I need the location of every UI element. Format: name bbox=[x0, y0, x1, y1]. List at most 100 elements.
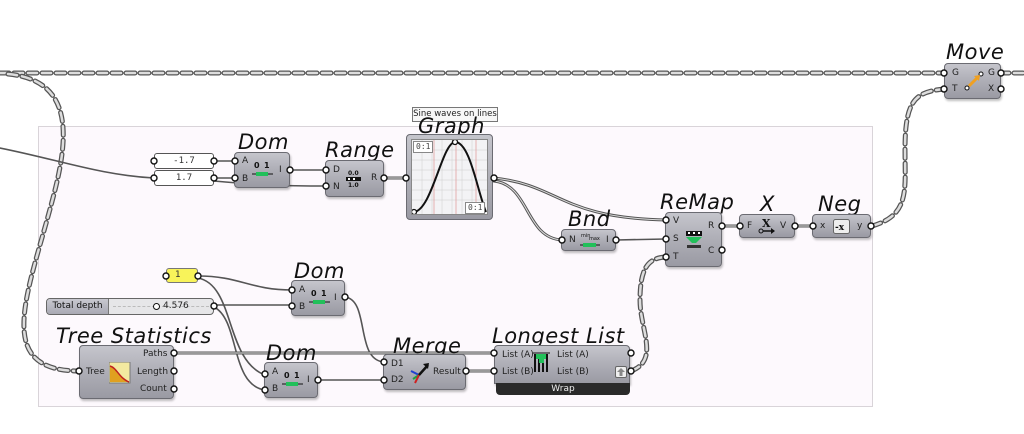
bnd-title: Bnd bbox=[568, 207, 611, 231]
longest-input-list-b[interactable]: List (B) bbox=[502, 367, 534, 377]
merge-input-d1[interactable]: D1 bbox=[391, 359, 404, 369]
range-component[interactable]: D N R 0.0 1.0 bbox=[325, 160, 384, 197]
x-function-icon: X bbox=[758, 217, 775, 234]
svg-text:0: 0 bbox=[284, 371, 290, 380]
total-depth-slider[interactable]: Total depth 4.576 bbox=[46, 298, 214, 315]
neg-component[interactable]: x y -x bbox=[812, 214, 871, 238]
move-arrow-icon bbox=[964, 71, 984, 91]
tree-input[interactable]: Tree bbox=[86, 367, 105, 377]
svg-text:max: max bbox=[589, 236, 600, 242]
dom2-input-a[interactable]: A bbox=[299, 285, 306, 295]
svg-text:min: min bbox=[581, 233, 590, 239]
neg-output-y[interactable]: y bbox=[857, 221, 863, 231]
longest-output-list-a[interactable]: List (A) bbox=[557, 350, 589, 360]
dom3-input-a[interactable]: A bbox=[272, 367, 279, 377]
x-title: X bbox=[760, 192, 775, 216]
remap-input-t[interactable]: T bbox=[673, 252, 679, 262]
number-parameter[interactable]: 1 bbox=[166, 268, 198, 283]
remap-output-c[interactable]: C bbox=[708, 246, 715, 256]
dom3-title: Dom bbox=[266, 341, 317, 365]
dom1-input-b[interactable]: B bbox=[242, 174, 249, 184]
graph-tag-top: 0:1 bbox=[413, 141, 434, 153]
slider-label: Total depth bbox=[47, 299, 109, 314]
move-output-x[interactable]: X bbox=[988, 84, 995, 94]
svg-text:1.0: 1.0 bbox=[348, 182, 359, 188]
bnd-input-n[interactable]: N bbox=[569, 235, 576, 245]
graph-mapper[interactable]: 0:1 0:1 bbox=[406, 134, 493, 220]
slider-value: 4.576 bbox=[163, 301, 189, 311]
slider-knob[interactable] bbox=[153, 303, 160, 310]
tree-statistics-icon bbox=[109, 362, 131, 384]
dom1-title: Dom bbox=[238, 130, 289, 154]
move-output-g[interactable]: G bbox=[988, 68, 995, 78]
range-icon: 0.0 1.0 bbox=[346, 170, 361, 188]
neg-title: Neg bbox=[818, 192, 862, 216]
tooltip: Sine waves on lines bbox=[412, 107, 498, 122]
remap-input-v[interactable]: V bbox=[673, 216, 680, 226]
dom3-output-i[interactable]: I bbox=[307, 375, 310, 385]
neg-input-x[interactable]: x bbox=[820, 221, 826, 231]
svg-text:0.0: 0.0 bbox=[348, 170, 359, 177]
tree-output-paths[interactable]: Paths bbox=[143, 349, 168, 359]
panel-min[interactable]: -1.7 bbox=[154, 153, 214, 169]
move-component[interactable]: G T G X bbox=[944, 63, 1001, 99]
svg-text:0: 0 bbox=[254, 161, 260, 170]
merge-icon bbox=[410, 363, 429, 384]
move-title: Move bbox=[946, 40, 1005, 64]
range-input-n[interactable]: N bbox=[333, 182, 340, 192]
svg-text:0: 0 bbox=[311, 289, 317, 298]
longest-output-list-b[interactable]: List (B) bbox=[557, 367, 589, 377]
range-input-d[interactable]: D bbox=[333, 165, 340, 175]
merge-input-d2[interactable]: D2 bbox=[391, 375, 404, 385]
remap-output-r[interactable]: R bbox=[708, 221, 715, 231]
svg-text:X: X bbox=[762, 217, 771, 230]
graph-tag-bottom: 0:1 bbox=[465, 202, 486, 214]
svg-text:1: 1 bbox=[321, 289, 327, 298]
shift-paths-icon[interactable] bbox=[615, 366, 627, 378]
merge-component[interactable]: D1 D2 Result bbox=[383, 354, 466, 390]
tree-statistics-component[interactable]: Tree Paths Length Count bbox=[79, 345, 174, 399]
dom2-input-b[interactable]: B bbox=[299, 302, 306, 312]
remap-input-s[interactable]: S bbox=[673, 234, 679, 244]
dom2-title: Dom bbox=[294, 259, 345, 283]
negative-icon: -x bbox=[833, 219, 850, 234]
tree-output-count[interactable]: Count bbox=[140, 384, 167, 394]
dom1-output-i[interactable]: I bbox=[279, 165, 282, 175]
x-component[interactable]: F V X bbox=[739, 214, 795, 238]
x-input-f[interactable]: F bbox=[747, 221, 753, 231]
remap-component[interactable]: V S T R C bbox=[665, 212, 722, 267]
move-input-g[interactable]: G bbox=[952, 68, 959, 78]
panel-max[interactable]: 1.7 bbox=[154, 170, 214, 186]
longest-list-title: Longest List bbox=[492, 324, 625, 348]
longest-list-mode-wrap[interactable]: Wrap bbox=[496, 383, 630, 395]
dom3-input-b[interactable]: B bbox=[272, 384, 279, 394]
longest-list-icon bbox=[533, 352, 550, 372]
remap-icon bbox=[686, 231, 702, 248]
bnd-output-i[interactable]: I bbox=[606, 235, 609, 245]
svg-text:1: 1 bbox=[264, 161, 270, 170]
longest-input-list-a[interactable]: List (A) bbox=[502, 350, 534, 360]
dom1-input-a[interactable]: A bbox=[242, 156, 249, 166]
tree-statistics-title: Tree Statistics bbox=[56, 324, 212, 348]
tree-output-length[interactable]: Length bbox=[137, 367, 169, 377]
merge-output-result[interactable]: Result bbox=[433, 367, 461, 377]
longest-list-component[interactable]: List (A) List (B) List (A) List (B) bbox=[494, 345, 630, 384]
remap-title: ReMap bbox=[660, 190, 735, 214]
move-input-t[interactable]: T bbox=[952, 84, 958, 94]
x-output-v[interactable]: V bbox=[780, 221, 787, 231]
sine-curve bbox=[410, 138, 487, 216]
dom2-output-i[interactable]: I bbox=[334, 293, 337, 303]
wire-dashed-move-t bbox=[869, 86, 947, 229]
graph-plot-area[interactable]: 0:1 0:1 bbox=[410, 138, 488, 216]
svg-text:1: 1 bbox=[294, 371, 300, 380]
range-output-r[interactable]: R bbox=[371, 173, 378, 183]
slider-track[interactable] bbox=[113, 306, 209, 307]
